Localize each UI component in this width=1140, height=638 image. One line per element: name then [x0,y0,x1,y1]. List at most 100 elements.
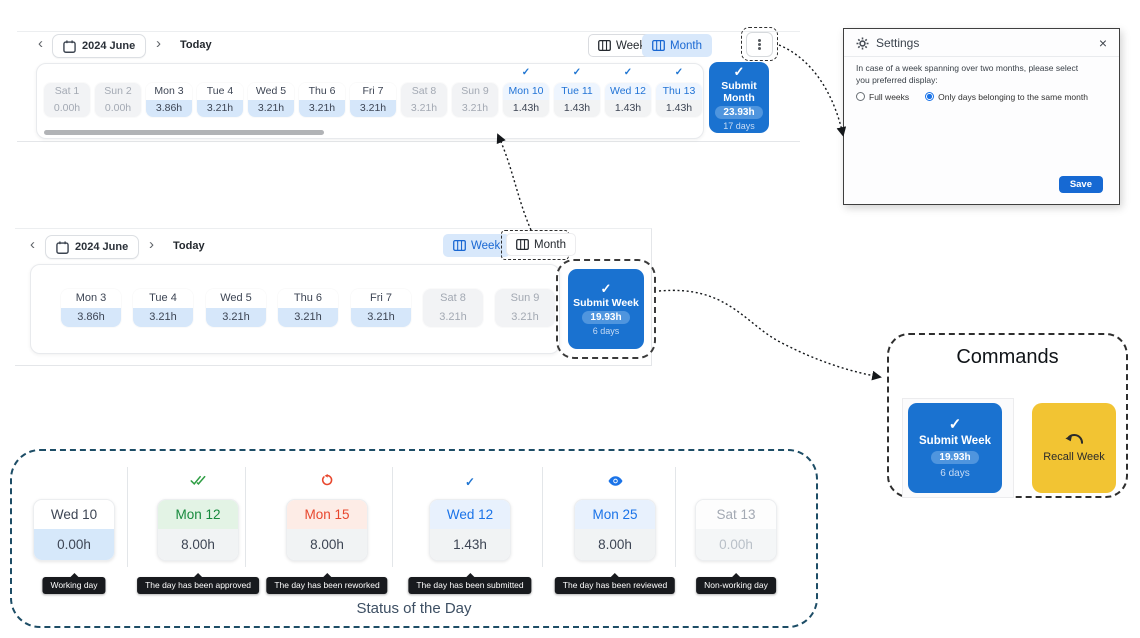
divider [392,467,393,567]
approved-double-check-icon [157,473,239,489]
divider [675,467,676,567]
date-picker-button[interactable]: 2024 June [45,235,140,259]
save-button[interactable]: Save [1058,176,1103,193]
day-label: Fri 7 [351,289,411,308]
day-label: Wed 12 [430,500,510,529]
day-hours: 3.21h [495,308,555,327]
month-toggle-annotation: Month [501,230,576,260]
radio-full-weeks[interactable]: Full weeks [856,92,909,102]
check-icon: ✓ [733,63,745,79]
submit-month-label: Submit Month [721,79,757,104]
prev-period-button[interactable]: ‹ [38,35,43,52]
week-view-toggle[interactable]: Week [588,34,656,57]
month-toggle-label: Month [670,39,702,52]
month-view-toggle[interactable]: Month [642,34,712,57]
submit-month-button[interactable]: ✓ Submit Month 23.93h 17 days [709,62,769,133]
day-hours: 3.21h [248,100,294,117]
submit-week-command-button[interactable]: ✓ Submit Week 19.93h 6 days [908,403,1002,493]
today-button[interactable]: Today [180,39,212,51]
date-label: 2024 June [82,40,136,52]
recall-week-button[interactable]: Recall Week [1032,403,1116,493]
settings-dialog: Settings × In case of a week spanning ov… [843,28,1120,205]
kebab-icon [758,37,761,51]
radio-label: Only days belonging to the same month [938,91,1088,102]
day-hours: 3.21h [350,100,396,117]
day-hours: 0.00h [44,100,90,117]
day-hours: 1.43h [656,100,702,117]
horizontal-scrollbar[interactable] [44,130,324,135]
day-hours: 0.00h [34,529,114,560]
day-label: Sun 9 [452,83,498,100]
reviewed-eye-icon [574,473,656,489]
day-hours: 3.21h [423,308,483,327]
submitted-check-icon: ✓ [521,67,531,78]
submitted-check-icon: ✓ [623,67,633,78]
prev-period-button[interactable]: ‹ [30,236,35,253]
next-period-button[interactable]: › [149,236,154,253]
days-count: 6 days [592,326,620,336]
week-view-icon [598,40,611,51]
days-count: 6 days [940,467,970,479]
date-picker-button[interactable]: 2024 June [52,34,147,58]
gear-icon [856,36,869,50]
commands-title: Commands [956,346,1059,368]
month-view-toggle[interactable]: Month [506,233,576,256]
today-button[interactable]: Today [173,240,205,252]
status-tooltip: The day has been approved [137,573,259,594]
more-options-annotation [741,27,778,61]
day-hours: 3.21h [452,100,498,117]
day-label: Sat 13 [696,500,776,529]
day-label: Sat 8 [401,83,447,100]
submit-week-button[interactable]: ✓ Submit Week 19.93h 6 days [568,269,644,349]
day-label: Thu 6 [278,289,338,308]
day-label: Wed 12 [605,83,651,100]
day-label: Mon 10 [503,83,549,100]
radio-label: Full weeks [869,91,910,102]
day-hours: 3.21h [206,308,266,327]
close-icon[interactable]: × [1098,35,1107,51]
day-label: Wed 5 [206,289,266,308]
days-count: 17 days [723,120,755,131]
more-options-button[interactable] [746,32,773,57]
radio-same-month-days[interactable]: Only days belonging to the same month [925,92,1088,102]
day-hours: 0.00h [95,100,141,117]
day-label: Fri 7 [350,83,396,100]
day-label: Sun 2 [95,83,141,100]
check-icon: ✓ [600,281,612,296]
radio-off-icon [856,92,865,102]
next-period-button[interactable]: › [156,35,161,52]
month-view-icon [516,239,529,250]
day-hours: 3.86h [61,308,121,327]
divider [127,467,128,567]
day-label: Tue 4 [133,289,193,308]
